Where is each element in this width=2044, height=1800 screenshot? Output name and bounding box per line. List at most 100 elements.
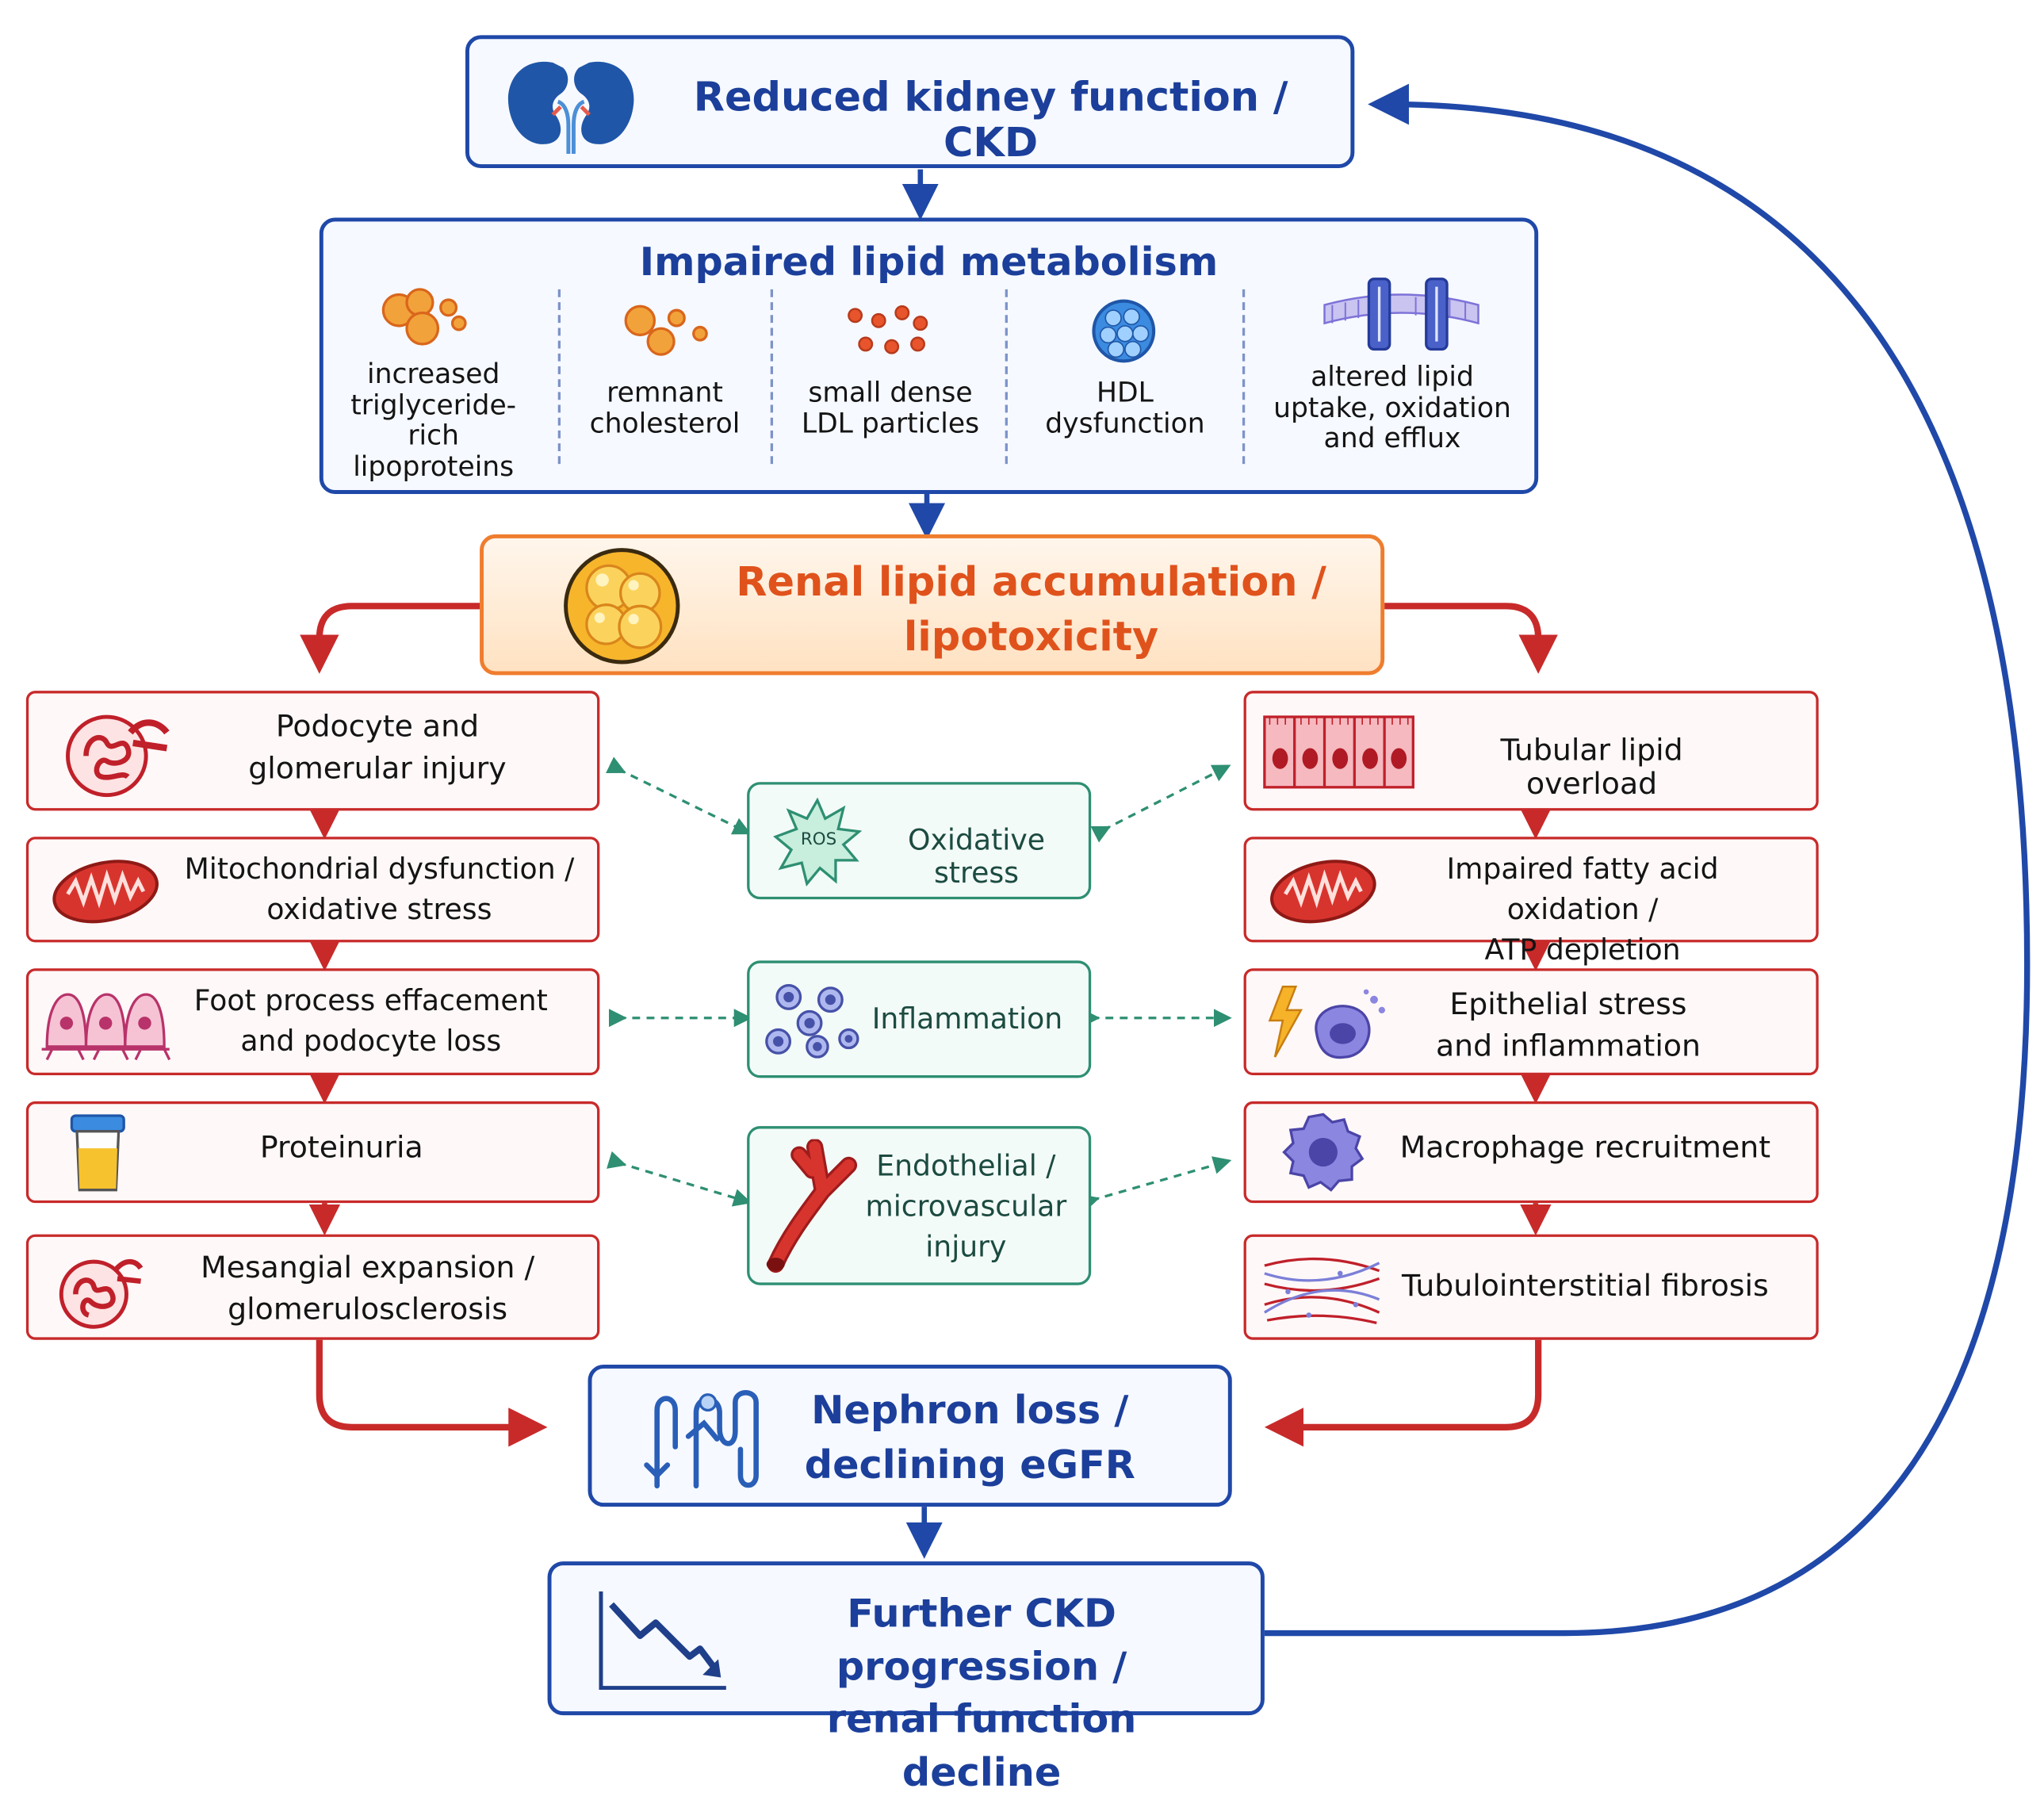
- lipid-item-2-line2: cholesterol: [589, 407, 741, 439]
- epithelial-stress-line2: and inflammation: [1436, 1029, 1701, 1064]
- ldl-particles-icon: [848, 305, 928, 354]
- remnant-particles-icon: [624, 304, 708, 356]
- fatty-acid-line1: Impaired fatty acid oxidation /: [1446, 853, 1719, 928]
- immune-cells-icon: [765, 983, 859, 1059]
- endothelial-injury-text: Endothelial / microvascular injury: [862, 1147, 1070, 1269]
- oxidative-stress-text: Oxidative stress: [908, 825, 1045, 890]
- separator-3: [1005, 289, 1008, 465]
- lipid-item-5: altered lipid uptake, oxidation and effl…: [1254, 362, 1531, 454]
- mesangial-line1: Mesangial expansion /: [201, 1250, 535, 1285]
- epithelial-stress-line1: Epithelial stress: [1449, 987, 1687, 1022]
- lipid-item-2: remnant cholesterol: [568, 377, 761, 439]
- glomerulus-icon: [66, 714, 170, 798]
- epithelial-stress-text: Epithelial stress and inflammation: [1405, 984, 1731, 1068]
- sclerotic-glomerulus-icon: [59, 1258, 144, 1329]
- ros-label: ROS: [800, 830, 837, 850]
- fibrosis-box: Tubulointerstitial fibrosis: [1243, 1234, 1819, 1340]
- urine-cup-icon: [70, 1114, 125, 1192]
- nephron-loss-box: Nephron loss / declining eGFR: [588, 1364, 1232, 1507]
- nephron-line1: Nephron loss /: [811, 1388, 1129, 1434]
- lipid-item-5-line1: altered lipid: [1311, 361, 1474, 393]
- nephron-icon: [644, 1390, 759, 1489]
- nephron-loss-text: Nephron loss / declining eGFR: [787, 1384, 1152, 1494]
- pathway-diagram: Reduced kidney function / CKD Impaired l…: [25, 35, 2031, 1795]
- accumulation-line2: lipotoxicity: [903, 613, 1159, 661]
- macrophage-recruitment-box: Macrophage recruitment: [1243, 1101, 1819, 1204]
- lipid-metabolism-title: Impaired lipid metabolism: [639, 239, 1219, 285]
- lipid-item-1-line3: lipoproteins: [353, 450, 515, 482]
- ros-burst-icon: [773, 797, 862, 887]
- mesangial-line2: glomerulosclerosis: [228, 1293, 508, 1327]
- arrow-to-tubular-branch: [1384, 603, 1558, 674]
- lipid-item-3: small dense LDL particles: [779, 377, 1001, 439]
- inflammation-text: Inflammation: [871, 1003, 1063, 1036]
- proteinuria-box: Proteinuria: [25, 1101, 600, 1204]
- progression-box: Further CKD progression / renal function…: [547, 1561, 1265, 1795]
- tubular-lipid-overload-box: Tubular lipid overload: [1243, 691, 1819, 811]
- feedback-loop-arrow: [1264, 83, 2031, 1637]
- progression-text: Further CKD progression / renal function…: [760, 1589, 1204, 1800]
- oxidative-stress-box: ROS Oxidative stress: [747, 782, 1092, 900]
- mesangial-expansion-box: Mesangial expansion / glomerulosclerosis: [25, 1234, 600, 1340]
- epithelial-stress-box: Epithelial stress and inflammation: [1243, 968, 1819, 1076]
- lipid-item-4-line2: dysfunction: [1045, 407, 1205, 439]
- fibrosis-text: Tubulointerstitial fibrosis: [1401, 1269, 1769, 1304]
- endothelial-injury-box: Endothelial / microvascular injury: [747, 1126, 1092, 1285]
- mediator-links: [605, 756, 1232, 1212]
- progression-line1: Further CKD progression /: [836, 1591, 1127, 1691]
- lipid-metabolism-box: Impaired lipid metabolism: [319, 217, 1539, 494]
- lipid-item-1: increased triglyceride-rich lipoproteins: [326, 358, 541, 483]
- declining-trend-icon: [599, 1591, 726, 1691]
- foot-process-line2: and podocyte loss: [240, 1025, 502, 1059]
- separator-4: [1242, 289, 1246, 465]
- lipoprotein-cluster-icon: [381, 288, 467, 346]
- macrophage-recruitment-text: Macrophage recruitment: [1399, 1131, 1771, 1166]
- separator-2: [770, 289, 774, 465]
- accumulation-line1: Renal lipid accumulation /: [736, 559, 1326, 607]
- accumulation-title: Renal lipid accumulation / lipotoxicity: [679, 557, 1384, 666]
- lipid-item-1-line2: triglyceride-rich: [350, 389, 517, 451]
- separator-1: [557, 289, 561, 465]
- ckd-box: Reduced kidney function / CKD: [465, 35, 1355, 169]
- mitochondrial-dysfunction-text: Mitochondrial dysfunction / oxidative st…: [172, 850, 587, 932]
- podocyte-icon: [41, 993, 171, 1061]
- lipid-accumulation-box: Renal lipid accumulation / lipotoxicity: [480, 534, 1385, 676]
- foot-process-box: Foot process effacement and podocyte los…: [25, 968, 600, 1076]
- fatty-acid-oxidation-text: Impaired fatty acid oxidation / ATP depl…: [1387, 850, 1778, 972]
- membrane-transporter-icon: [1323, 278, 1479, 351]
- inflammation-box: Inflammation: [747, 960, 1092, 1078]
- foot-process-text: Foot process effacement and podocyte los…: [185, 982, 557, 1063]
- fibrosis-icon: [1263, 1257, 1380, 1324]
- nephron-line2: declining eGFR: [804, 1442, 1135, 1489]
- endothelial-line1: Endothelial /: [876, 1151, 1056, 1184]
- mitochondrion-icon: [1270, 860, 1376, 924]
- kidney-icon: [507, 61, 634, 154]
- mitochondrion-icon: [52, 860, 159, 924]
- macrophage-icon: [1282, 1113, 1365, 1192]
- lipid-item-4: HDL dysfunction: [1014, 377, 1236, 439]
- lipid-item-5-line2: uptake, oxidation: [1273, 391, 1511, 423]
- mitochondrial-dysfunction-box: Mitochondrial dysfunction / oxidative st…: [25, 837, 600, 943]
- lipid-item-4-line1: HDL: [1097, 377, 1154, 408]
- podocyte-injury-text: Podocyte and glomerular injury: [185, 707, 569, 791]
- endothelial-line3: injury: [925, 1232, 1007, 1266]
- tubular-lipid-overload-text: Tubular lipid overload: [1500, 733, 1683, 802]
- lipid-item-3-line2: LDL particles: [801, 407, 980, 439]
- hdl-particle-icon: [1092, 299, 1156, 363]
- lipid-item-5-line3: and efflux: [1323, 422, 1461, 454]
- progression-line2: renal function decline: [826, 1697, 1137, 1796]
- podocyte-injury-line1: Podocyte and: [275, 710, 480, 745]
- podocyte-injury-box: Podocyte and glomerular injury: [25, 691, 600, 811]
- arrow-glomerular-to-nephron: [316, 1339, 548, 1447]
- arrow-tubular-to-nephron: [1264, 1339, 1542, 1447]
- blood-vessel-icon: [766, 1139, 858, 1273]
- ckd-title: Reduced kidney function / CKD: [693, 74, 1288, 167]
- fatty-acid-oxidation-box: Impaired fatty acid oxidation / ATP depl…: [1243, 837, 1819, 967]
- mesangial-expansion-text: Mesangial expansion / glomerulosclerosis: [166, 1247, 570, 1331]
- lipid-item-2-line1: remnant: [607, 377, 723, 408]
- connector-layer: [300, 83, 2031, 1637]
- lipid-item-1-line1: increased: [366, 358, 500, 390]
- lipid-droplet-icon: [564, 548, 680, 664]
- arrow-to-glomerular-branch: [300, 603, 480, 674]
- podocyte-injury-line2: glomerular injury: [248, 752, 507, 787]
